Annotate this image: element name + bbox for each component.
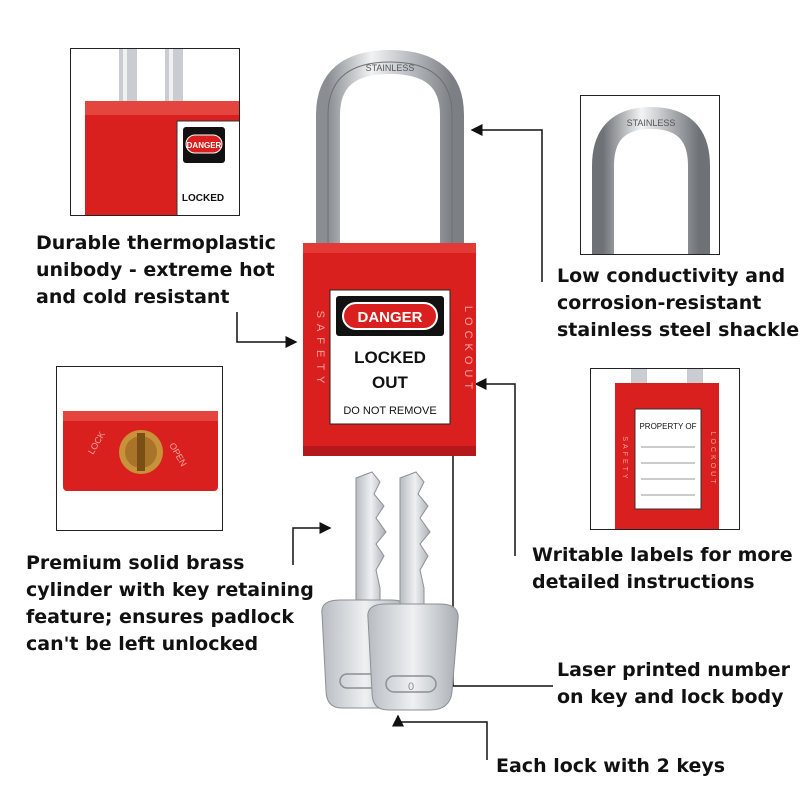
callout-cylinder-line1: Premium solid brass: [26, 552, 245, 574]
inset-shackle-graphic: STAINLESS: [592, 106, 710, 254]
shackle-stamp: STAINLESS: [366, 63, 415, 73]
inset-label-side-left: SAFETY: [621, 436, 628, 481]
inset-tag-word: LOCKED: [182, 193, 224, 204]
inset-cylinder-graphic: LOCK OPEN: [63, 411, 218, 491]
callout-laser-line1: Laser printed number: [557, 659, 791, 681]
lock-side-left: SAFETY: [314, 311, 326, 390]
inset-label-title: PROPERTY OF: [639, 422, 696, 431]
shackle-connector: [470, 124, 543, 282]
body-connector: [236, 312, 298, 348]
inset-shackle-stamp: STAINLESS: [627, 118, 676, 128]
callout-labels-line1: Writable labels for more: [532, 544, 793, 566]
shackle: [316, 49, 464, 245]
lock-tag-badge: DANGER: [357, 309, 422, 326]
callout-cylinder-line2: cylinder with key retaining: [26, 579, 314, 601]
callout-shackle-line3: stainless steel shackle: [557, 319, 800, 341]
inset-cylinder: LOCK OPEN: [56, 366, 223, 531]
callout-laser-line2: on key and lock body: [557, 686, 784, 708]
callout-keys: Each lock with 2 keys: [496, 755, 726, 777]
keys-connector: [392, 714, 488, 760]
inset-lock-top-graphic: DANGER LOCKED: [85, 49, 239, 215]
callout-body-line3: and cold resistant: [36, 286, 230, 308]
svg-text:0: 0: [408, 681, 414, 693]
inset-writable-label: PROPERTY OF SAFETY LOCKOUT: [590, 368, 740, 530]
inset-lock-top: DANGER LOCKED: [70, 48, 240, 216]
callout-shackle-line1: Low conductivity and: [557, 265, 786, 287]
callout-labels-line2: detailed instructions: [532, 571, 755, 593]
callout-shackle-line2: corrosion-resistant: [557, 292, 762, 314]
callout-cylinder-line4: can't be left unlocked: [26, 633, 259, 655]
lock-tag-line1: LOCKED: [354, 348, 426, 367]
labels-connector: [474, 378, 516, 556]
inset-label-side-right: LOCKOUT: [709, 432, 716, 487]
lock-tag-line3: DO NOT REMOVE: [343, 405, 436, 417]
inset-tag-badge: DANGER: [187, 141, 222, 150]
callout-laser: Laser printed number on key and lock bod…: [557, 657, 790, 711]
callout-body-line1: Durable thermoplastic: [36, 232, 276, 254]
callout-body: Durable thermoplastic unibody - extreme …: [36, 230, 276, 311]
callout-cylinder-line3: feature; ensures padlock: [26, 606, 294, 628]
cylinder-connector: [292, 522, 332, 565]
lock-side-right: LOCKOUT: [462, 306, 474, 394]
callout-cylinder: Premium solid brass cylinder with key re…: [26, 550, 314, 658]
inset-label-graphic: PROPERTY OF SAFETY LOCKOUT: [615, 369, 719, 529]
inset-shackle: STAINLESS: [580, 95, 720, 255]
callout-labels: Writable labels for more detailed instru…: [532, 542, 793, 596]
callout-body-line2: unibody - extreme hot: [36, 259, 275, 281]
callout-shackle: Low conductivity and corrosion-resistant…: [557, 263, 799, 344]
lock-tag-line2: OUT: [372, 373, 409, 392]
key-right: 0: [367, 471, 459, 711]
